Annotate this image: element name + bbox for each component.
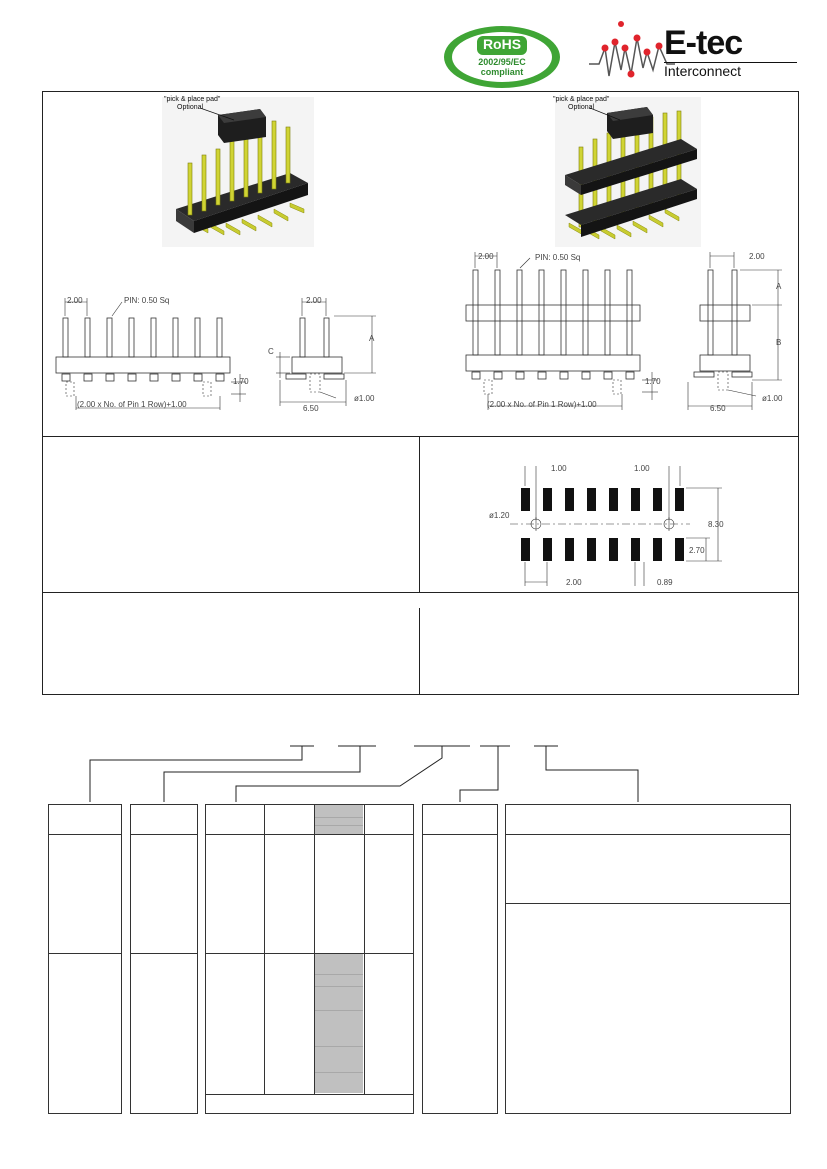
logo-tagline: Interconnect [664, 63, 742, 79]
rohs-status: compliant [480, 67, 524, 77]
front-single-pin: PIN: 0.50 Sq [124, 296, 170, 305]
ordering-key-leaders [89, 745, 639, 802]
side-double-pitch: 2.00 [749, 252, 765, 261]
front-double-length: (2.00 x No. of Pin 1 Row)+1.00 [487, 400, 597, 409]
front-view-double [465, 252, 658, 410]
double-row-3d-render [555, 97, 701, 247]
col-5-header-rule [505, 834, 791, 835]
pcb-overall: 8.30 [708, 520, 724, 529]
side-view-double [687, 252, 782, 410]
col-4-header-rule [422, 834, 498, 835]
front-single-pitch: 2.00 [67, 296, 83, 305]
front-single-length: (2.00 x No. of Pin 1 Row)+1.00 [77, 400, 187, 409]
front-double-pitch: 2.00 [478, 252, 494, 261]
pcb-right-offset: 1.00 [634, 464, 650, 473]
pcb-layout [510, 466, 722, 586]
col-2-box [130, 804, 198, 1114]
pcb-left-offset: 1.00 [551, 464, 567, 473]
shaded-header-cell [315, 805, 363, 834]
col-5-row-rule [505, 903, 791, 904]
drawing-frame [42, 91, 799, 695]
side-double-dia: ø1.00 [762, 394, 783, 403]
side-double-b: B [776, 338, 782, 347]
shaded-data-cell [315, 954, 363, 1093]
side-single-dia: ø1.00 [354, 394, 375, 403]
col-2-header-rule [130, 834, 198, 835]
rohs-directive: 2002/95/EC [478, 57, 526, 67]
rohs-badge [444, 26, 560, 88]
col-3-footer-rule [205, 1094, 414, 1095]
frame-divider-1 [42, 436, 799, 437]
side-double-a: A [776, 282, 782, 291]
front-single-height: 1.70 [233, 377, 249, 386]
logo-rule [664, 62, 797, 63]
double-callout-sub: Optional [568, 104, 595, 111]
front-view-single [55, 298, 246, 410]
col-3-header-rule [205, 834, 414, 835]
rohs-title: RoHS [482, 36, 522, 52]
side-single-pitch: 2.00 [306, 296, 322, 305]
side-view-single [276, 298, 376, 406]
col-1-row-rule [48, 953, 122, 954]
pcb-pitch: 2.00 [566, 578, 582, 587]
side-single-c: C [268, 347, 274, 356]
single-callout-leader [200, 107, 235, 121]
col-3-split-2 [314, 804, 315, 1094]
front-double-height: 1.70 [645, 377, 661, 386]
col-2-row-rule [130, 953, 198, 954]
col-3-row-rule [205, 953, 414, 954]
pcb-pad-height: 2.70 [689, 546, 705, 555]
single-callout-sub: Optional [177, 104, 204, 111]
col-1-header-rule [48, 834, 122, 835]
col-5-box [505, 804, 791, 1114]
col-3-split-3 [364, 804, 365, 1094]
frame-divider-v1 [419, 436, 420, 592]
side-single-a: A [369, 334, 375, 343]
double-callout: "pick & place pad" [553, 96, 610, 103]
etec-logo-mark [589, 21, 675, 78]
logo-brand: E-tec [664, 24, 743, 62]
front-double-pin: PIN: 0.50 Sq [535, 253, 581, 262]
col-1-box [48, 804, 122, 1114]
col-3-split-1 [264, 804, 265, 1094]
side-single-width: 6.50 [303, 404, 319, 413]
double-callout-leader [590, 107, 621, 121]
col-3-box [205, 804, 414, 1114]
pcb-pad-width: 0.89 [657, 578, 673, 587]
single-callout: "pick & place pad" [164, 96, 221, 103]
pcb-hole: ø1.20 [489, 511, 510, 520]
frame-divider-v2 [419, 608, 420, 695]
frame-divider-2 [42, 592, 799, 593]
col-4-box [422, 804, 498, 1114]
side-double-width: 6.50 [710, 404, 726, 413]
single-row-3d-render [162, 97, 314, 247]
